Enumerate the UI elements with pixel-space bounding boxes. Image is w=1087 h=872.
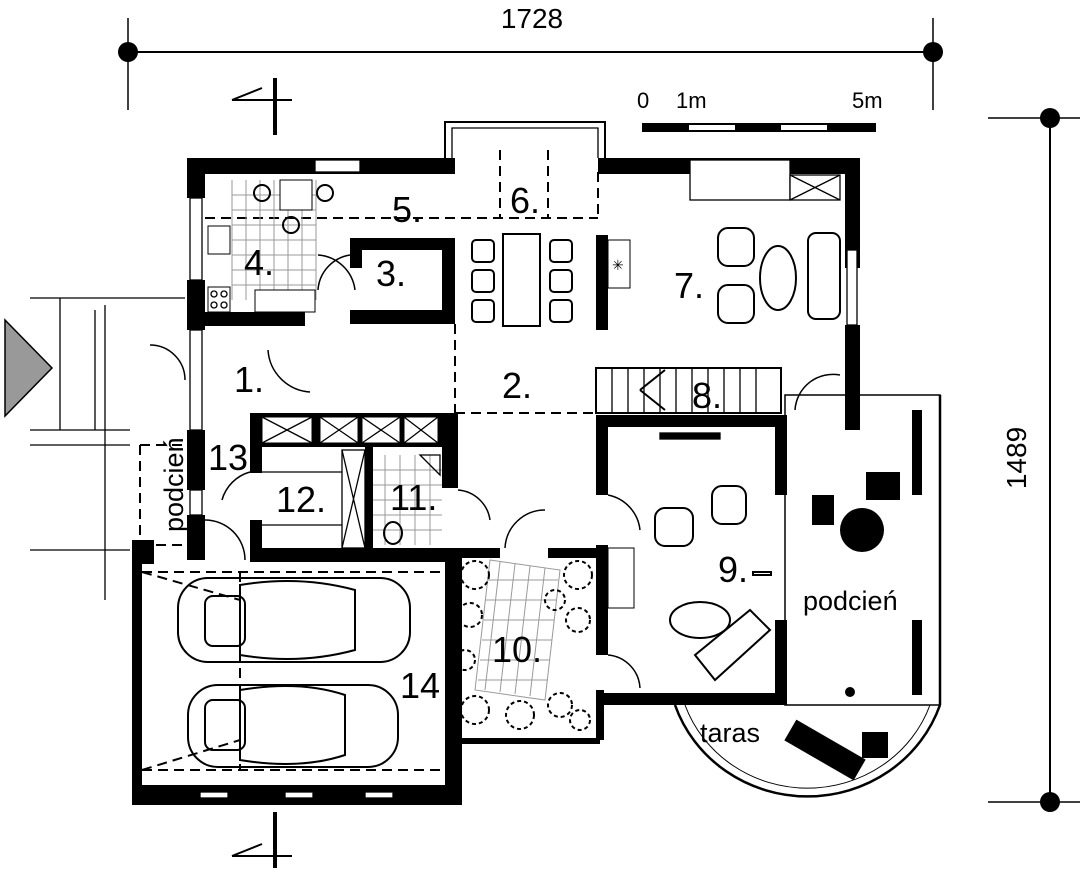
room-10-label: 10. [492,629,542,670]
scale-bar: 0 1m 5m [637,88,883,132]
room-14-label: 14 [400,665,440,706]
windows [189,159,858,799]
scale-zero: 0 [637,88,649,113]
room-12-label: 12. [276,479,326,520]
room-3-label: 3. [376,253,406,294]
stairs [595,367,782,414]
room-13-label: 13 [208,437,248,478]
room-11-label: 11. [390,477,437,518]
living-room-furniture [717,227,841,324]
bay-window [444,121,606,158]
cars [177,577,411,768]
porch-left-label: podcień [159,437,189,532]
terrace-label: taras [700,718,760,748]
entrance-steps [30,297,185,600]
room-7-label: 7. [674,265,704,306]
lounge-furniture [654,485,772,682]
section-marker-top [231,78,292,135]
dining-table [471,233,573,327]
room-2-label: 2. [502,365,532,406]
entrance-arrow-icon [4,318,54,418]
room-1-label: 1. [234,359,264,400]
height-label: 1489 [1001,427,1032,489]
terrace [673,395,942,798]
room-labels: 1. 2. 3. 4. 5. 6. 7. 8. 9. 10. 11. 12. 1… [159,180,898,748]
height-dimension: 1489 [988,108,1080,812]
width-dimension: 1728 [118,3,943,110]
room-6-label: 6. [510,180,540,221]
section-marker-bottom [231,812,292,868]
wardrobe [262,449,366,549]
bathroom-fixtures [373,454,442,545]
walls: ✳ [132,158,860,805]
doors [149,254,841,689]
room-4-label: 4. [244,242,274,283]
width-label: 1728 [501,3,563,34]
right-porch [784,394,941,706]
svg-text:✳: ✳ [612,257,624,273]
scale-1m: 1m [676,88,707,113]
scale-5m: 5m [852,88,883,113]
kitchen-floor-tiles [207,179,334,313]
room-9-label: 9. [718,549,748,590]
porch-right-label: podcień [803,586,898,616]
room-5-label: 5. [392,189,422,230]
winter-garden [454,559,593,731]
room-8-label: 8. [692,375,722,416]
